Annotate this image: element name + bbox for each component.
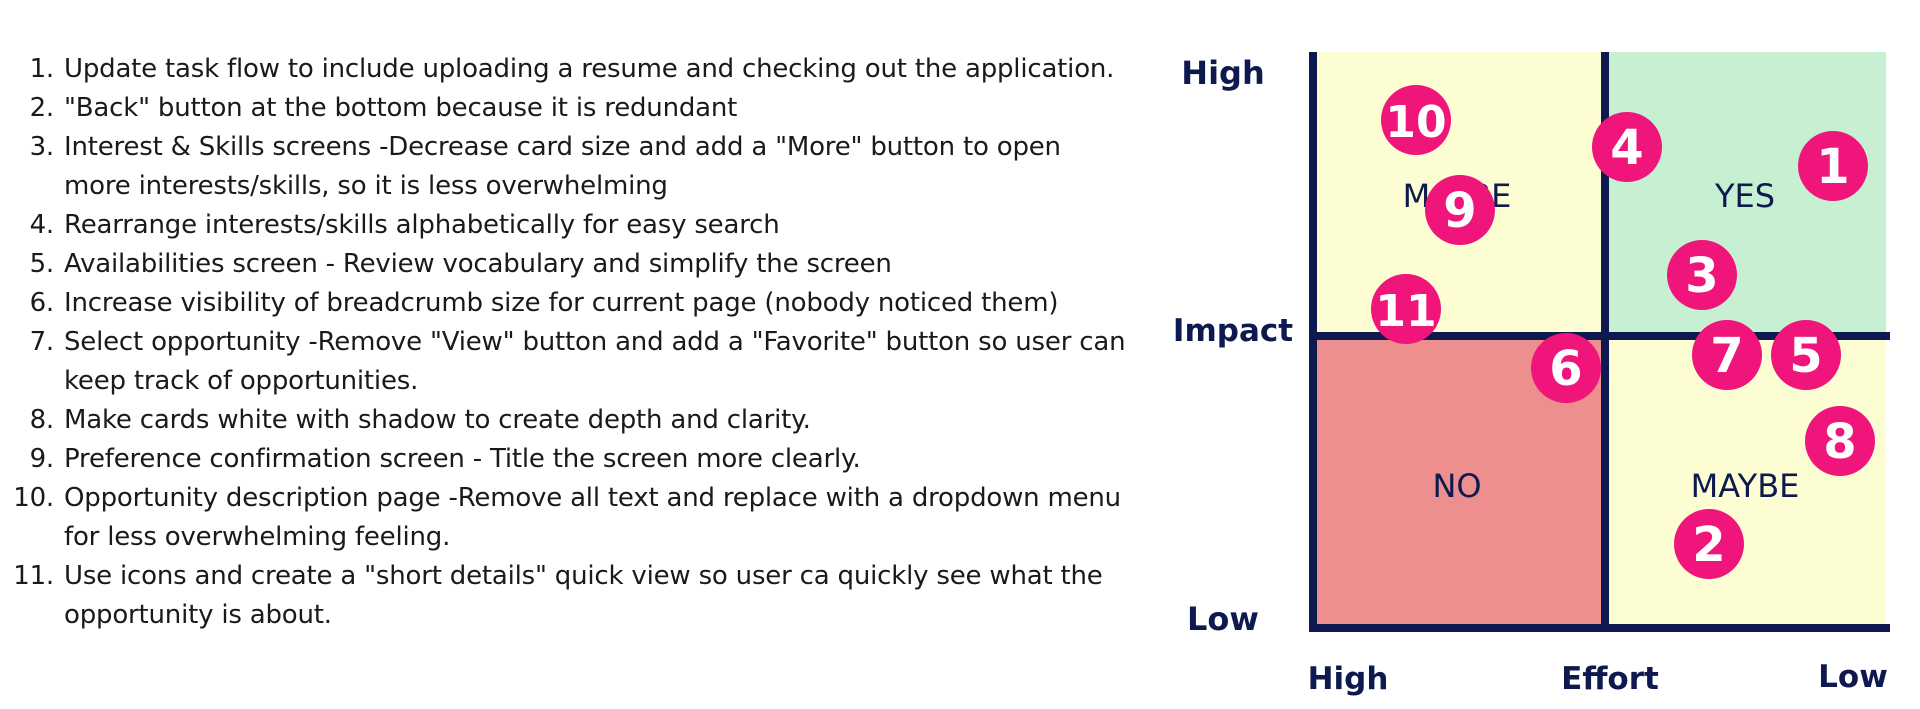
- note-item: 10. Opportunity description page -Remove …: [0, 479, 1130, 557]
- note-number: 11.: [13, 561, 54, 591]
- note-item: 2. "Back" button at the bottom because it…: [0, 89, 1130, 128]
- note-text: Make cards white with shadow to create d…: [64, 405, 811, 435]
- item-marker-5: [1771, 320, 1841, 390]
- note-item: 3. Interest & Skills screens -Decrease ca…: [0, 128, 1130, 206]
- item-marker-7: [1692, 320, 1762, 390]
- item-marker-label: 8: [1823, 414, 1856, 470]
- item-marker-label: 5: [1789, 328, 1822, 384]
- item-marker-11: [1371, 274, 1441, 344]
- quadrant-label-no: NO: [1432, 467, 1481, 505]
- note-text: Preference confirmation screen - Title t…: [64, 444, 861, 474]
- quadrant-label-yes: YES: [1714, 177, 1775, 215]
- quadrant-label-bottom-right: MAYBE: [1691, 467, 1800, 505]
- y-axis-title: Impact: [1173, 313, 1293, 349]
- item-marker-3: [1667, 240, 1737, 310]
- item-marker-2: [1674, 509, 1744, 579]
- note-number: 5.: [29, 249, 55, 279]
- note-text: Interest & Skills screens -Decrease card…: [64, 132, 1061, 201]
- note-text: Select opportunity -Remove "View" button…: [64, 327, 1126, 396]
- notes-list: 1. Update task flow to include uploading …: [0, 50, 1130, 635]
- item-marker-label: 7: [1710, 328, 1743, 384]
- note-text: "Back" button at the bottom because it i…: [64, 93, 738, 123]
- note-number: 3.: [29, 132, 55, 162]
- note-text: Use icons and create a "short details" q…: [64, 561, 1103, 630]
- y-axis-high-label: High: [1181, 54, 1264, 92]
- item-marker-label: 11: [1375, 286, 1436, 337]
- item-marker-label: 10: [1385, 97, 1446, 148]
- item-marker-label: 1: [1816, 139, 1849, 195]
- note-text: Rearrange interests/skills alphabeticall…: [64, 210, 780, 240]
- note-number: 7.: [29, 327, 55, 357]
- note-item: 7. Select opportunity -Remove "View" butt…: [0, 323, 1130, 401]
- note-item: 11. Use icons and create a "short details…: [0, 557, 1130, 635]
- note-number: 6.: [29, 288, 55, 318]
- note-item: 6. Increase visibility of breadcrumb size…: [0, 284, 1130, 323]
- note-text: Increase visibility of breadcrumb size f…: [64, 288, 1059, 318]
- item-marker-label: 6: [1549, 341, 1582, 397]
- item-marker-label: 2: [1692, 517, 1725, 573]
- x-axis-high-label: High: [1308, 661, 1389, 697]
- note-number: 10.: [13, 483, 54, 513]
- item-marker-1: [1798, 131, 1868, 201]
- x-axis-title: Effort: [1561, 661, 1659, 697]
- item-marker-6: [1531, 333, 1601, 403]
- item-marker-label: 9: [1443, 183, 1476, 239]
- item-marker-9: [1425, 175, 1495, 245]
- item-marker-8: [1805, 406, 1875, 476]
- note-number: 1.: [29, 54, 55, 84]
- note-item: 4. Rearrange interests/skills alphabetica…: [0, 206, 1130, 245]
- note-number: 8.: [29, 405, 55, 435]
- item-marker-label: 3: [1685, 248, 1718, 304]
- note-text: Opportunity description page -Remove all…: [64, 483, 1121, 552]
- item-marker-label: 4: [1610, 120, 1643, 176]
- note-item: 1. Update task flow to include uploading …: [0, 50, 1130, 89]
- note-item: 5. Availabilities screen - Review vocabul…: [0, 245, 1130, 284]
- note-text: Update task flow to include uploading a …: [64, 54, 1115, 84]
- note-item: 8. Make cards white with shadow to create…: [0, 401, 1130, 440]
- note-number: 2.: [29, 93, 55, 123]
- item-marker-10: [1381, 85, 1451, 155]
- note-number: 9.: [29, 444, 55, 474]
- x-axis-low-label: Low: [1818, 659, 1888, 695]
- note-number: 4.: [29, 210, 55, 240]
- item-marker-4: [1592, 112, 1662, 182]
- note-text: Availabilities screen - Review vocabular…: [64, 249, 892, 279]
- y-axis-low-label: Low: [1187, 600, 1259, 638]
- note-item: 9. Preference confirmation screen - Title…: [0, 440, 1130, 479]
